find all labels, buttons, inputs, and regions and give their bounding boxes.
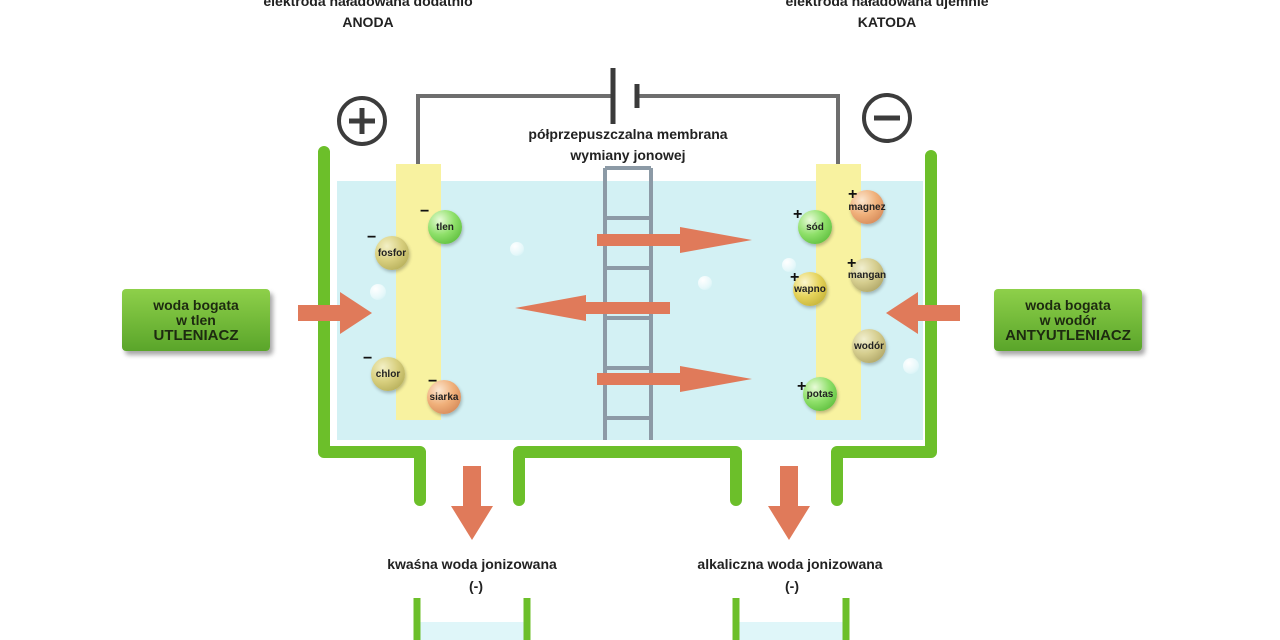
cathode-name: KATODA — [857, 14, 917, 30]
ion-magnez: magnez — [848, 190, 886, 224]
arrow-left-middle — [515, 295, 670, 321]
ion-sod: sód — [798, 210, 832, 244]
membrane-label-line1: półprzepuszczalna membrana — [528, 126, 728, 142]
anode-name: ANODA — [342, 14, 394, 30]
oxidant-line2: w tlen — [176, 311, 216, 328]
oxidant-box: woda bogata w tlen UTLENIACZ — [122, 289, 270, 351]
antioxidant-box: woda bogata w wodór ANTYUTLENIACZ — [994, 289, 1142, 351]
ion-mangan: mangan — [848, 258, 886, 292]
alkaline-water-label: alkaliczna woda jonizowana — [697, 556, 883, 572]
arrow-in-right — [886, 292, 960, 334]
ion-potas: potas — [803, 377, 837, 411]
charge-sign: − — [363, 350, 373, 367]
arrow-right-upper — [597, 227, 752, 253]
acid-water-sign: (-) — [469, 578, 483, 594]
glass-acid — [413, 598, 531, 640]
charge-sign: − — [428, 373, 438, 390]
charge-sign: + — [797, 378, 807, 395]
charge-sign: + — [793, 206, 803, 223]
charge-sign: + — [790, 269, 800, 286]
arrow-out-alkaline — [768, 466, 810, 540]
antioxidant-line3: ANTYUTLENIACZ — [1005, 326, 1131, 344]
arrow-in-left — [298, 292, 372, 334]
glass-alkaline — [732, 598, 850, 640]
bubble — [510, 242, 524, 256]
alkaline-water-sign: (-) — [785, 578, 799, 594]
ion-fosfor: fosfor — [375, 236, 409, 270]
ion-tlen: tlen — [428, 210, 462, 244]
ion-chlor: chlor — [371, 357, 405, 391]
tank-wall-right — [831, 150, 937, 506]
ion-wodor: wodór — [852, 329, 886, 363]
ion-siarka: siarka — [427, 380, 461, 414]
cathode-description: elektroda naładowana ujemnie — [785, 0, 989, 9]
circuit-wire — [416, 94, 612, 164]
tank-wall-middle — [513, 446, 742, 506]
acid-water-label: kwaśna woda jonizowana — [387, 556, 557, 572]
bubble — [782, 258, 796, 272]
circuit-wire-right — [638, 94, 840, 164]
arrow-right-lower — [597, 366, 752, 392]
oxidant-line3: UTLENIACZ — [153, 326, 239, 344]
membrane-label-line2: wymiany jonowej — [570, 147, 686, 163]
charge-sign: − — [420, 203, 430, 220]
bubble — [698, 276, 712, 290]
oxidant-line1: woda bogata — [153, 296, 239, 313]
charge-sign: − — [367, 229, 377, 246]
arrow-out-acid — [451, 466, 493, 540]
antioxidant-line2: w wodór — [1039, 311, 1097, 328]
tank-wall-left — [318, 146, 426, 506]
charge-sign: + — [847, 255, 857, 272]
charge-sign: + — [848, 186, 858, 203]
bubble — [370, 284, 386, 300]
anode-description: elektroda naładowana dodatnio — [263, 0, 473, 9]
bubble — [903, 358, 919, 374]
antioxidant-line1: woda bogata — [1025, 296, 1111, 313]
ion-wapno: wapno — [793, 272, 827, 306]
